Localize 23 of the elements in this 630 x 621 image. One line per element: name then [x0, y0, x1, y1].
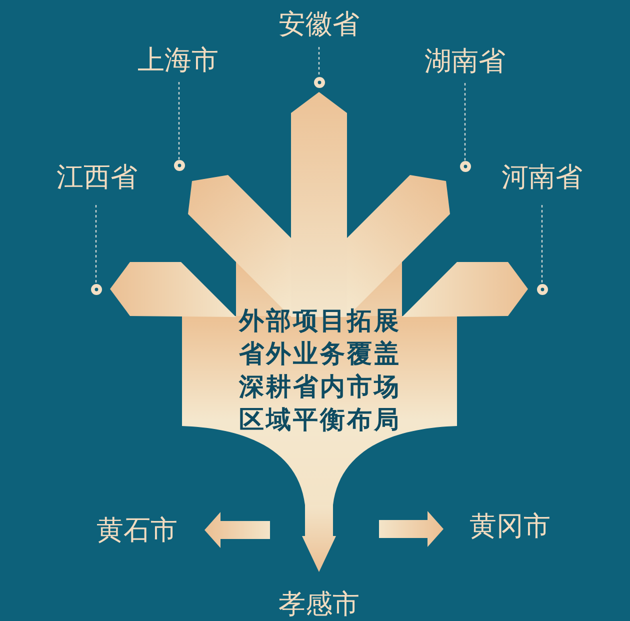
city-label: 孝感市	[278, 591, 360, 618]
province-label: 江西省	[56, 164, 138, 191]
block-arrow	[204, 512, 270, 548]
leader-line	[95, 205, 97, 284]
province-label: 湖南省	[424, 48, 506, 75]
slogan-text: 深耕省内市场	[238, 371, 401, 403]
slogan-text: 外部项目拓展	[238, 305, 401, 337]
province-label: 安徽省	[278, 11, 360, 38]
dot-marker-icon	[536, 284, 548, 294]
leader-line	[318, 47, 320, 76]
leader-line	[464, 83, 466, 160]
block-arrow	[379, 511, 444, 547]
dot-marker-icon	[90, 284, 102, 294]
leader-line	[541, 205, 543, 284]
province-label: 河南省	[502, 164, 582, 191]
dot-marker-icon	[314, 76, 324, 88]
leader-line	[178, 82, 180, 160]
city-label: 黄石市	[96, 517, 178, 544]
slogan-text: 省外业务覆盖	[238, 338, 401, 370]
slogan-text: 区域平衡布局	[238, 404, 401, 436]
block-arrow	[302, 505, 336, 572]
city-label: 黄冈市	[470, 513, 550, 540]
province-label: 上海市	[138, 47, 218, 74]
